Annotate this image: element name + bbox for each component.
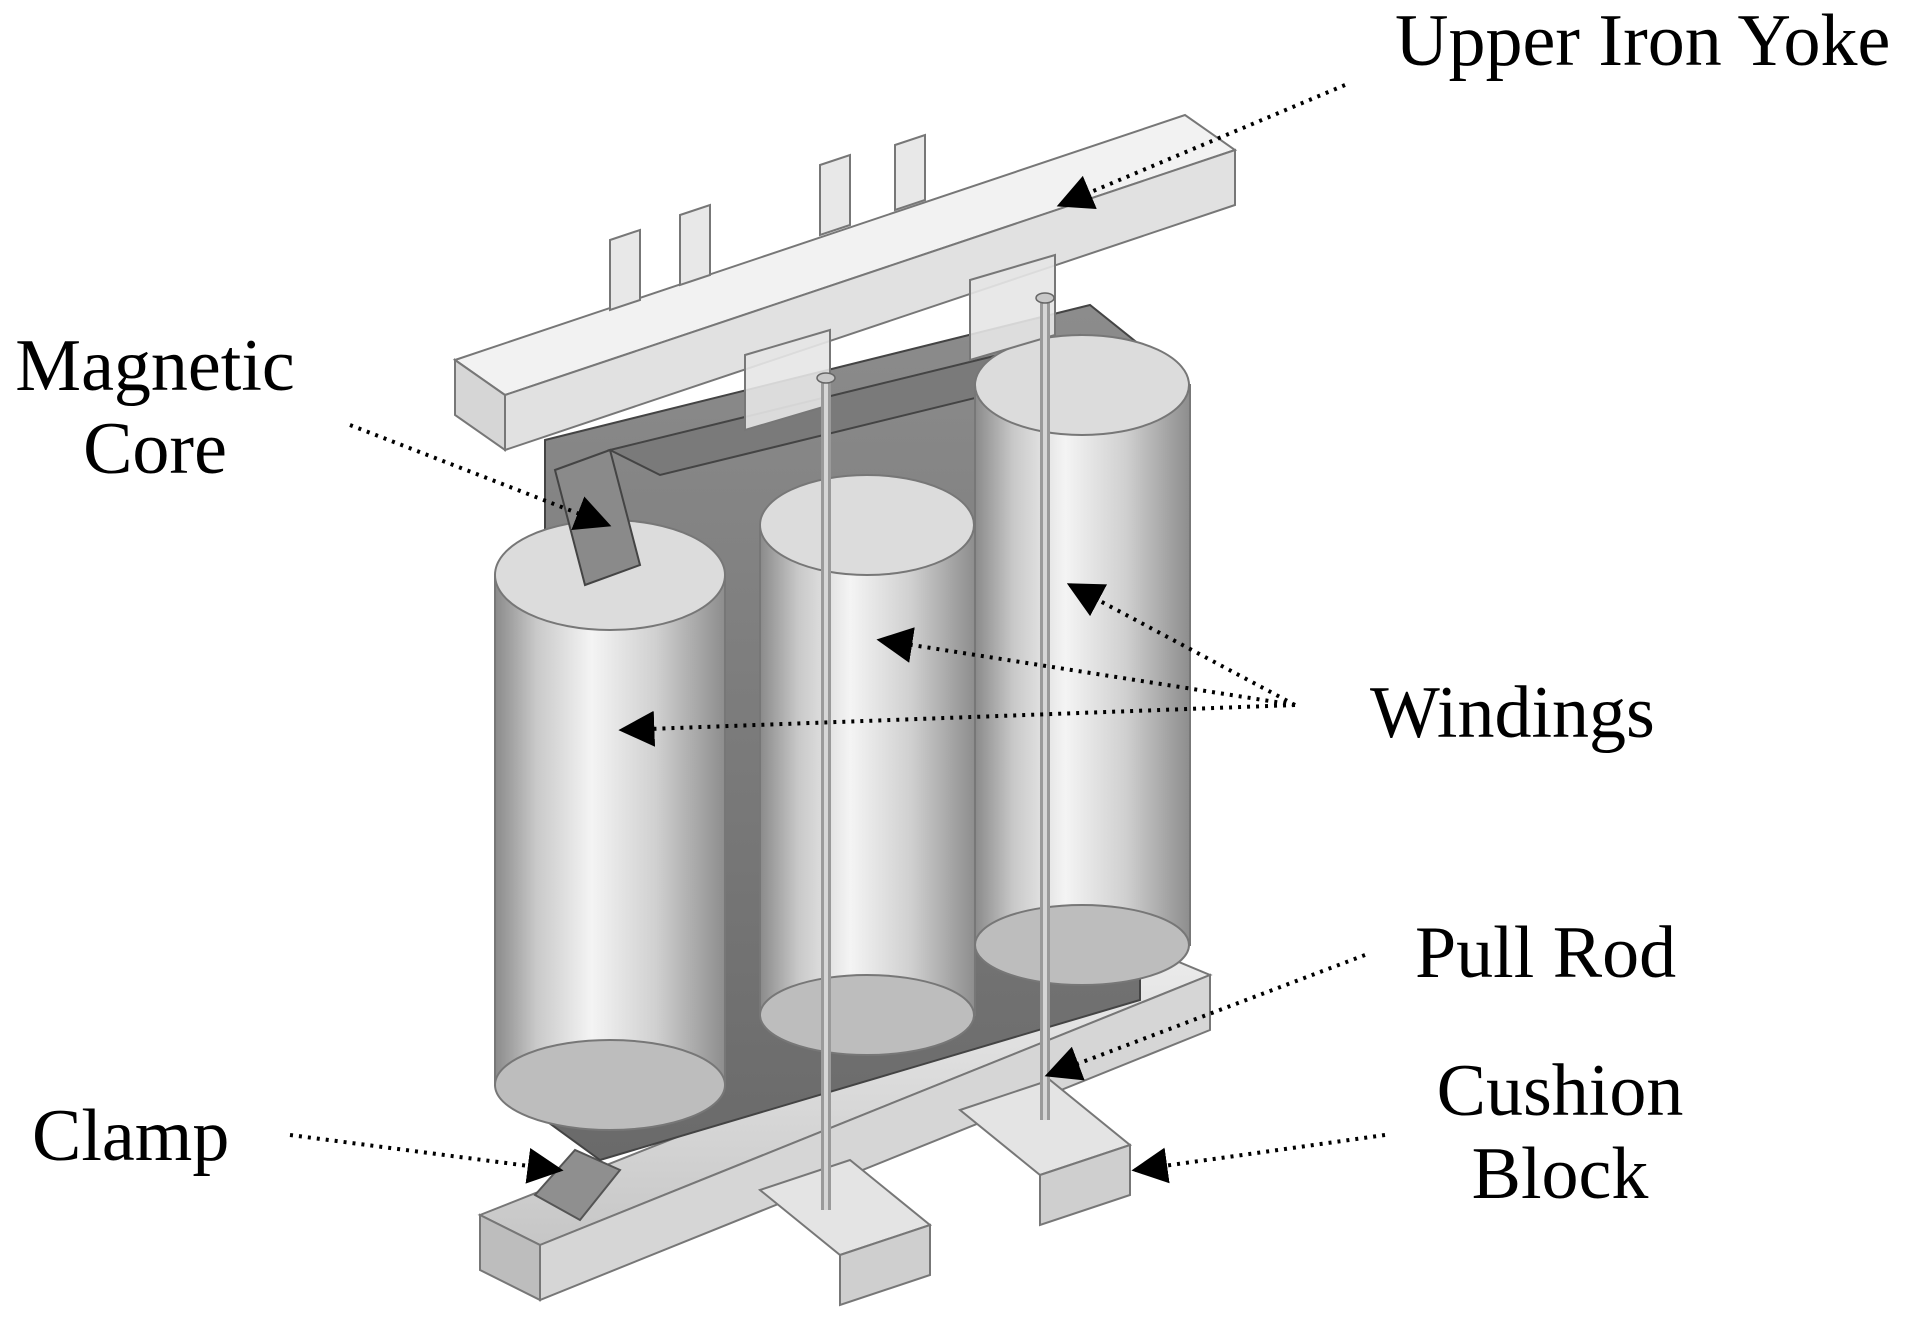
- leader-arrows: [289, 83, 1386, 1184]
- arrow-upper-iron-yoke: [1056, 83, 1346, 210]
- winding-left: [494, 519, 726, 1131]
- label-clamp: Clamp: [32, 1095, 230, 1177]
- label-pull-rod: Pull Rod: [1415, 912, 1677, 994]
- label-core: Core: [83, 407, 227, 490]
- winding-middle: [759, 474, 976, 1056]
- cushion-block-front: [757, 1158, 933, 1307]
- arrow-winding-right: [1066, 583, 1296, 707]
- label-magnetic: Magnetic: [15, 325, 295, 407]
- arrow-magnetic-core: [349, 423, 612, 531]
- cushion-block-rear: [957, 1078, 1133, 1227]
- winding-right: [974, 334, 1191, 986]
- label-block: Block: [1471, 1132, 1649, 1215]
- label-magnetic-core: Magnetic Core: [10, 325, 300, 491]
- label-upper-iron-yoke: Upper Iron Yoke: [1395, 0, 1891, 82]
- pull-rods: [816, 292, 1055, 1210]
- upper-iron-yoke: [452, 113, 1238, 452]
- arrow-pull-rod: [1044, 953, 1366, 1081]
- label-cushion-block: Cushion Block: [1410, 1050, 1710, 1216]
- arrow-cushion-block: [1131, 1133, 1386, 1184]
- label-windings: Windings: [1370, 672, 1655, 754]
- arrow-clamp: [289, 1133, 564, 1184]
- label-cushion: Cushion: [1436, 1050, 1684, 1132]
